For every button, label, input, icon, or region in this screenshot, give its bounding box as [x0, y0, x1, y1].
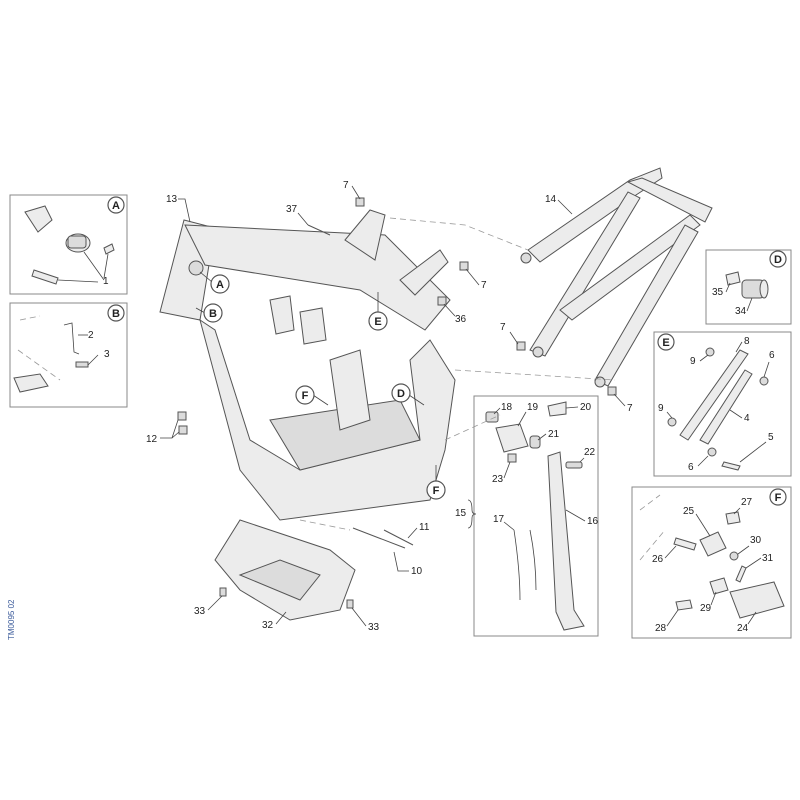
- callout-letter-b: B: [112, 308, 120, 320]
- callout-letter-e: E: [662, 337, 669, 349]
- callout-b-inset: B: [107, 304, 125, 322]
- part-labels: 1 2 3 13 7 37 7 36 12 11 10 14 7 7 35 34…: [88, 180, 775, 634]
- part-number-16: 16: [587, 516, 599, 527]
- callout-letter-d: D: [774, 254, 782, 266]
- part-number-7: 7: [627, 403, 633, 414]
- part-number-20: 20: [580, 402, 592, 413]
- assembly-lines: [299, 217, 616, 531]
- part-number-3: 3: [104, 349, 110, 360]
- callout-e-inset: E: [657, 333, 675, 351]
- callout-f-frame-lower: F: [426, 465, 446, 500]
- part-number-25: 25: [683, 506, 695, 517]
- inset-box-b: [9, 302, 128, 408]
- part-number-37: 37: [286, 204, 298, 215]
- callout-e-frame: E: [368, 292, 388, 331]
- part-number-8: 8: [744, 336, 750, 347]
- part-number-7: 7: [500, 322, 506, 333]
- part-number-4: 4: [744, 413, 750, 424]
- part-number-11: 11: [419, 522, 430, 533]
- callout-letter-d: D: [397, 388, 405, 400]
- callout-a-frame: A: [199, 271, 230, 294]
- part-number-33: 33: [368, 622, 380, 633]
- callout-f-inset: F: [769, 488, 787, 506]
- part-number-2: 2: [88, 330, 94, 341]
- part-number-6: 6: [688, 462, 694, 473]
- part-number-19: 19: [527, 402, 539, 413]
- callout-f-frame-upper: F: [295, 385, 329, 406]
- callout-letter-f: F: [775, 492, 782, 504]
- callout-a-inset: A: [107, 196, 125, 214]
- callout-d-frame: D: [391, 383, 425, 406]
- part-number-1: 1: [103, 276, 109, 287]
- callout-b-frame: B: [195, 303, 223, 323]
- part-number-26: 26: [652, 554, 664, 565]
- part-number-29: 29: [700, 603, 712, 614]
- part-number-9: 9: [690, 356, 696, 367]
- side-stand-group: [473, 395, 599, 637]
- drawing-code: TM0095 02: [7, 599, 16, 640]
- part-number-23: 23: [492, 474, 504, 485]
- part-number-14: 14: [545, 194, 557, 205]
- part-number-18: 18: [501, 402, 513, 413]
- part-number-7: 7: [481, 280, 487, 291]
- part-number-13: 13: [166, 194, 178, 205]
- part-number-21: 21: [548, 429, 560, 440]
- part-number-5: 5: [768, 432, 774, 443]
- part-number-22: 22: [584, 447, 596, 458]
- callout-letter-a: A: [216, 279, 224, 291]
- inset-box-f: [631, 486, 792, 639]
- part-number-28: 28: [655, 623, 667, 634]
- part-number-10: 10: [411, 566, 423, 577]
- bolts: [177, 197, 617, 609]
- part-number-9: 9: [658, 403, 664, 414]
- part-number-36: 36: [455, 314, 467, 325]
- part-number-17: 17: [493, 514, 505, 525]
- callout-letter-a: A: [112, 200, 120, 212]
- callout-letter-f: F: [433, 485, 440, 497]
- rear-subframe: [520, 167, 713, 388]
- skid-plate: [214, 519, 356, 621]
- callout-letter-f: F: [302, 390, 309, 402]
- inset-box-e: [653, 331, 792, 477]
- part-number-12: 12: [146, 434, 158, 445]
- part-number-30: 30: [750, 535, 762, 546]
- part-number-34: 34: [735, 306, 747, 317]
- callout-d-inset: D: [769, 250, 787, 268]
- part-number-35: 35: [712, 287, 724, 298]
- part-number-6: 6: [769, 350, 775, 361]
- part-number-27: 27: [741, 497, 753, 508]
- part-number-33: 33: [194, 606, 206, 617]
- part-number-31: 31: [762, 553, 774, 564]
- callout-letter-e: E: [374, 316, 381, 328]
- part-number-15: 15: [455, 508, 467, 519]
- inset-box-d: [705, 249, 792, 325]
- part-number-7: 7: [343, 180, 349, 191]
- part-number-32: 32: [262, 620, 274, 631]
- callout-letter-b: B: [209, 308, 217, 320]
- inset-box-a: [9, 194, 128, 295]
- part-number-24: 24: [737, 623, 749, 634]
- main-frame: [159, 209, 456, 521]
